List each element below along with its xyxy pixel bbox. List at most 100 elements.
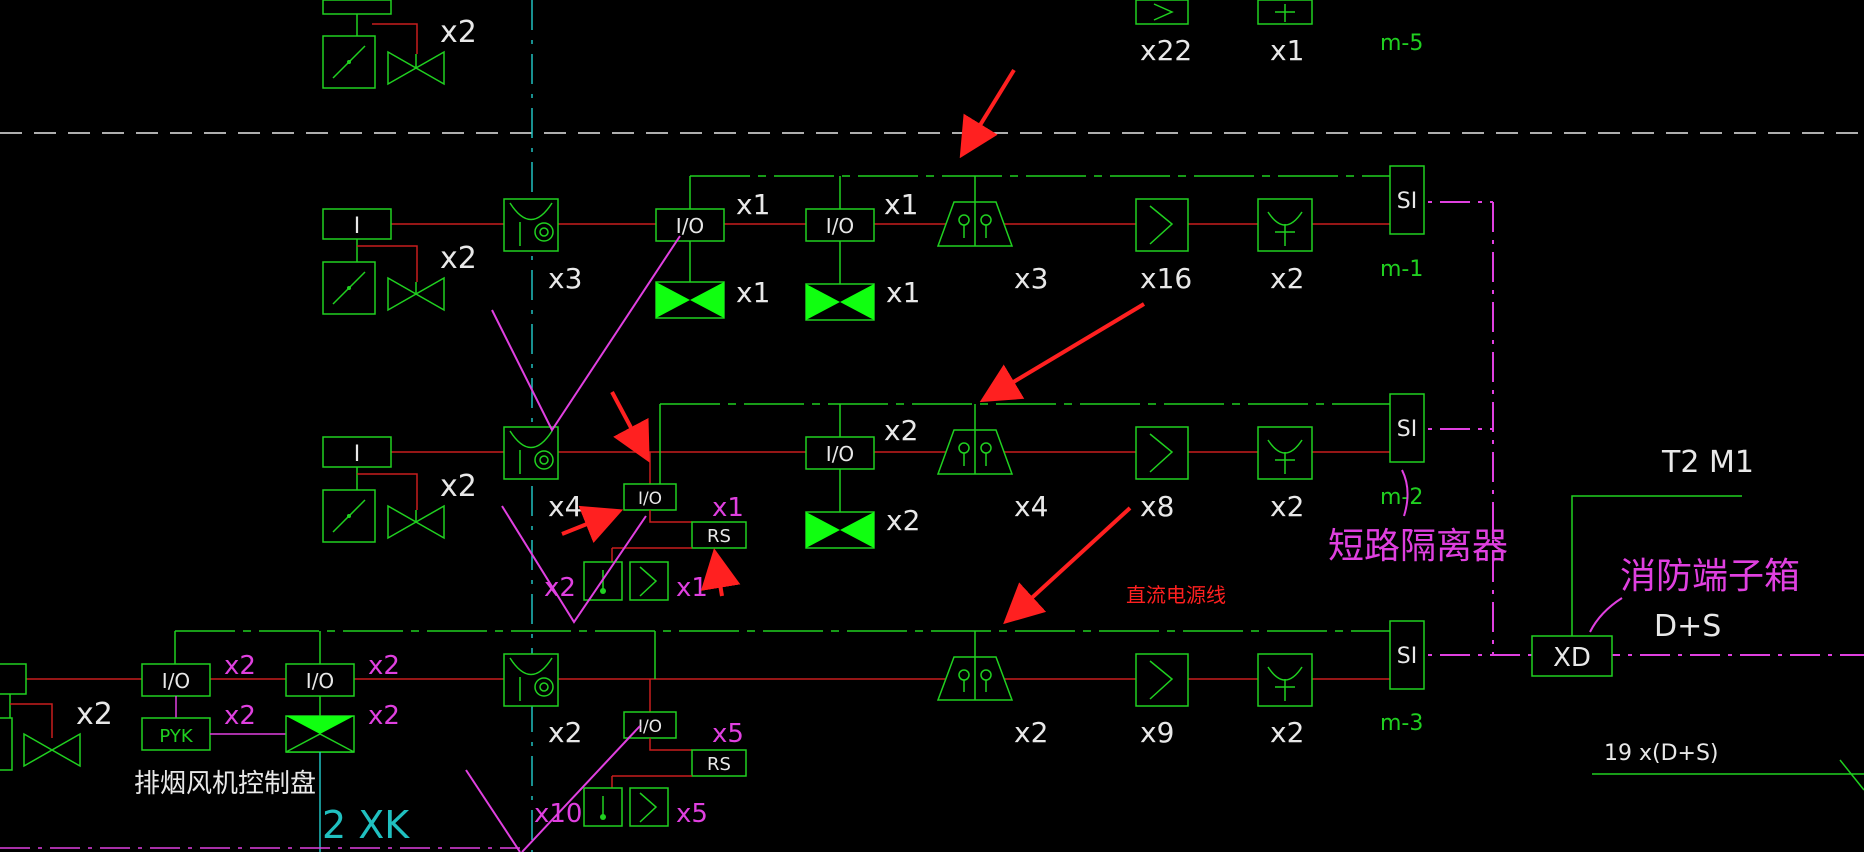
- damper-box-icon: [322, 489, 376, 543]
- count-label: x1: [884, 188, 918, 221]
- valve-icon: [387, 504, 445, 540]
- count-label: x3: [1014, 262, 1048, 295]
- smoke-detector-icon: [1135, 198, 1189, 252]
- sounder-strobe-icon: [503, 426, 559, 480]
- loop-id-label: m-2: [1380, 485, 1423, 510]
- io-module-box: [805, 208, 875, 242]
- top-partial-row: x2 x22 x1 m-5: [322, 0, 1423, 89]
- valve-icon: [387, 50, 445, 86]
- temp-sensor-icon: [583, 787, 623, 827]
- red-arrow-icon: [561, 68, 1146, 625]
- module-label: I/O: [162, 669, 190, 693]
- count-label: x2: [884, 414, 918, 447]
- module-label: SI: [1397, 189, 1417, 214]
- module-label: I: [354, 442, 361, 467]
- module-label: I/O: [638, 489, 662, 509]
- relay-box: [691, 749, 747, 777]
- isolator-box: [1389, 393, 1425, 463]
- heat-detector-icon: [1257, 198, 1313, 252]
- loop-id-label: m-5: [1380, 31, 1423, 56]
- input-module-box: [322, 436, 392, 468]
- cable-type-label: D+S: [1654, 609, 1721, 644]
- count-label: x1: [1270, 34, 1304, 67]
- loop-row-m1: I x2 x3 I/O x1 x1 I/O: [322, 165, 1425, 321]
- dc-power-line-label: 直流电源线: [1126, 583, 1226, 607]
- count-label: x1: [712, 493, 744, 523]
- isolator-box: [1389, 165, 1425, 235]
- count-label: x2: [76, 697, 113, 732]
- count-label: x1: [676, 573, 708, 603]
- fan-icon: [805, 283, 875, 321]
- input-module-box: [322, 208, 392, 240]
- manual-alarm-icon: [936, 656, 1014, 701]
- module-label: RS: [707, 754, 731, 775]
- count-label: x2: [1014, 716, 1048, 749]
- smoke-detector-icon: [1135, 653, 1189, 707]
- bus-cable-label: 19 x(D+S): [1604, 741, 1719, 766]
- module-label: XD: [1553, 643, 1591, 673]
- fan-icon: [805, 511, 875, 549]
- riser-label: 2 XK: [322, 803, 410, 847]
- module-label: I/O: [676, 214, 704, 238]
- short-circuit-isolator-label: 短路隔离器: [1328, 526, 1508, 567]
- fan-icon: [655, 281, 725, 319]
- count-label: x2: [440, 241, 477, 276]
- count-label: x2: [368, 651, 400, 681]
- fan-control-panel-label: 排烟风机控制盘: [134, 769, 316, 799]
- fire-terminal-section: T2 M1 XD 消防端子箱 D+S 19 x(D+S): [1531, 445, 1864, 791]
- module-label: I/O: [826, 442, 854, 466]
- sounder-strobe-icon: [503, 653, 559, 707]
- fan-icon: [285, 715, 355, 753]
- smoke-detector-icon: [1135, 426, 1189, 480]
- heat-detector-icon: [1257, 426, 1313, 480]
- annotations: 短路隔离器 直流电源线: [465, 68, 1508, 852]
- io-module-box: [141, 663, 211, 697]
- smoke-detector-icon: [629, 561, 669, 601]
- heat-detector-icon: [1257, 653, 1313, 707]
- damper-box-icon: [322, 261, 376, 315]
- loop-row-m2: I x2 x4 I/O x1 RS: [322, 393, 1425, 603]
- module-label: I/O: [638, 717, 662, 737]
- valve-icon: [23, 732, 81, 768]
- count-label: x2: [440, 15, 477, 50]
- module-label: PYK: [159, 726, 193, 747]
- count-label: x2: [1270, 716, 1304, 749]
- count-label: x5: [712, 719, 744, 749]
- valve-icon: [387, 276, 445, 312]
- module-label: I/O: [306, 669, 334, 693]
- count-label: x2: [1270, 262, 1304, 295]
- count-label: x5: [676, 799, 708, 829]
- count-label: x4: [548, 490, 582, 523]
- loop-id-label: m-3: [1380, 711, 1423, 736]
- manual-alarm-icon: [936, 429, 1014, 475]
- module-label: RS: [707, 526, 731, 547]
- manual-alarm-icon: [936, 201, 1014, 247]
- count-label: x4: [1014, 490, 1048, 523]
- smoke-detector-icon: [629, 787, 669, 827]
- count-label: x8: [1140, 490, 1174, 523]
- damper-box-icon: [322, 35, 376, 89]
- io-module-box: [623, 483, 677, 511]
- isolator-box: [1389, 620, 1425, 690]
- loop-id-label: m-1: [1380, 257, 1423, 282]
- relay-box: [691, 521, 747, 549]
- count-label: x16: [1140, 262, 1192, 295]
- module-label: I/O: [826, 214, 854, 238]
- count-label: x9: [1140, 716, 1174, 749]
- module-label: SI: [1397, 417, 1417, 442]
- count-label: x3: [548, 262, 582, 295]
- count-label: x22: [1140, 34, 1192, 67]
- io-module-box: [285, 663, 355, 697]
- count-label: x2: [548, 716, 582, 749]
- riser-id-label: T2 M1: [1661, 445, 1754, 480]
- module-label: I: [354, 214, 361, 239]
- module-label: SI: [1397, 644, 1417, 669]
- count-label: x2: [224, 651, 256, 681]
- count-label: x2: [440, 469, 477, 504]
- sounder-strobe-icon: [503, 198, 559, 252]
- fire-terminal-box-label: 消防端子箱: [1620, 556, 1800, 597]
- terminal-box: [1531, 635, 1613, 677]
- count-label: x1: [736, 188, 770, 221]
- loop-row-m3: x2 I/O x2 PYK x2 I/O x2 x2 排烟风机控制盘 2 XK …: [0, 620, 1425, 852]
